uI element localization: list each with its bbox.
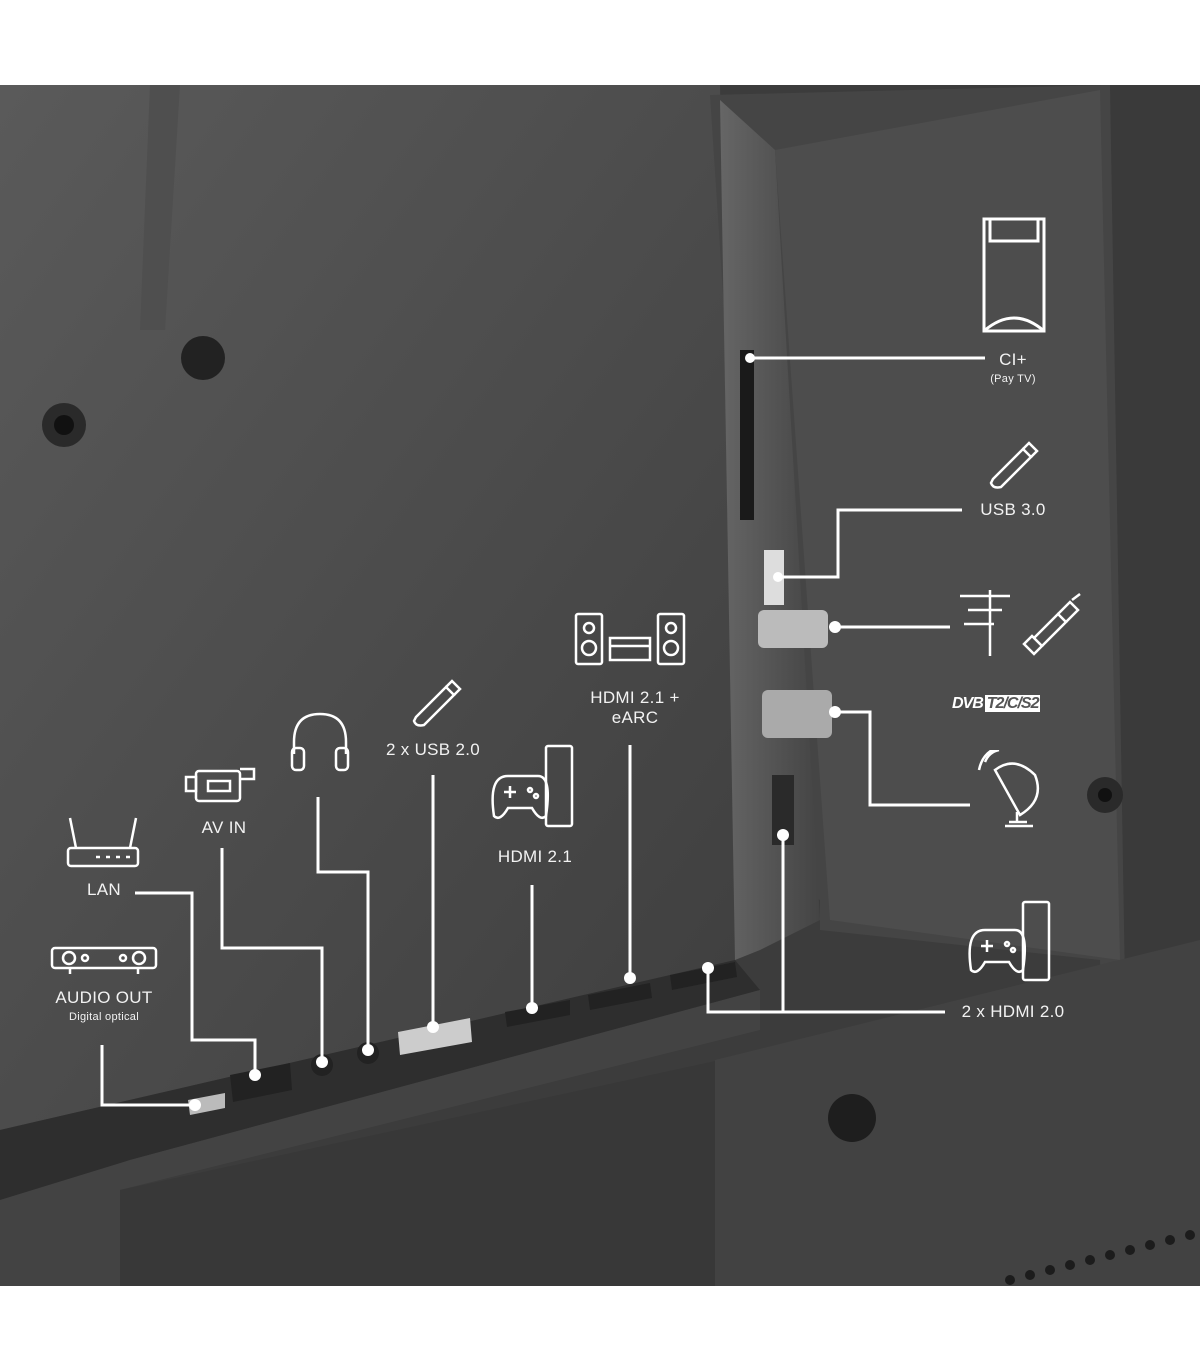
coax-cable-icon <box>1018 592 1086 660</box>
label-lan: LAN <box>87 880 121 899</box>
label-2x-hdmi-20: 2 x HDMI 2.0 <box>961 1002 1065 1021</box>
game-console-icon <box>965 900 1055 982</box>
home-theater-icon <box>574 612 686 668</box>
satellite-dish-icon <box>975 750 1050 830</box>
usb-stick-icon-2 <box>408 675 463 730</box>
leader-lines <box>100 356 985 1107</box>
label-usb-3: USB 3.0 <box>980 500 1046 519</box>
ci-card-icon <box>978 215 1050 335</box>
headphones-icon <box>288 710 352 774</box>
game-console-icon-2 <box>488 744 578 828</box>
usb-stick-icon <box>985 437 1040 492</box>
camcorder-icon <box>184 765 256 805</box>
label-2x-usb-20: 2 x USB 2.0 <box>385 740 480 759</box>
label-ci-plus: CI+(Pay TV) <box>990 350 1036 385</box>
label-av-in: AV IN <box>201 818 247 837</box>
antenna-icon <box>960 590 1010 660</box>
label-hdmi-21-earc: HDMI 2.1 +eARC <box>590 688 680 727</box>
label-hdmi-21: HDMI 2.1 <box>497 847 573 866</box>
tv-back-panel-photo <box>0 85 1200 1286</box>
router-icon <box>66 814 140 870</box>
soundbar-icon <box>50 946 158 976</box>
